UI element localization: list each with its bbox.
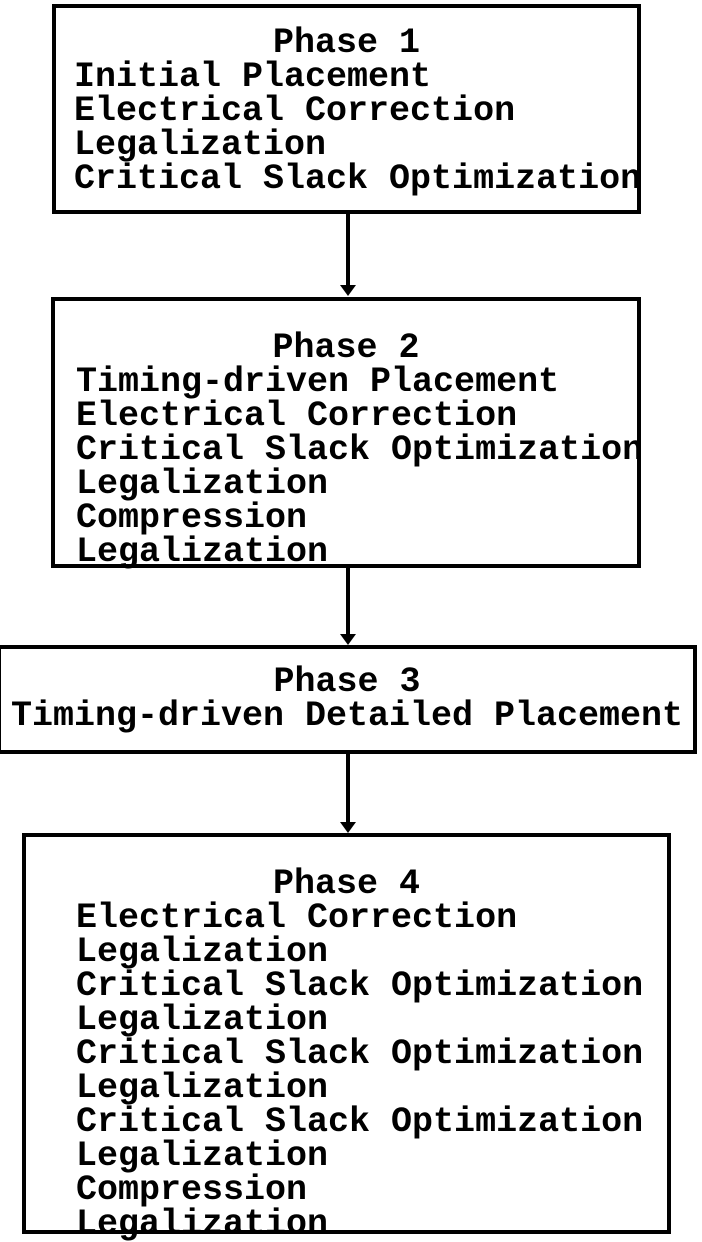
phase2-step: Legalization: [76, 532, 329, 572]
phase3-box: Phase 3 Timing-driven Detailed Placement: [0, 645, 697, 754]
phase4-step: Electrical Correction: [76, 898, 518, 938]
arrow-phase2-to-phase3-head-icon: [340, 634, 356, 645]
phase2-step: Timing-driven Placement: [76, 362, 560, 402]
phase2-step: Critical Slack Optimization: [76, 430, 644, 470]
phase3-step: Timing-driven Detailed Placement: [10, 696, 684, 736]
phase4-title: Phase 4: [272, 864, 421, 904]
phase1-title: Phase 1: [272, 23, 421, 63]
arrow-phase3-to-phase4-line: [346, 754, 350, 826]
phase4-step: Compression: [76, 1170, 308, 1210]
arrow-phase2-to-phase3-line: [346, 568, 350, 638]
phase4-step: Critical Slack Optimization: [76, 966, 644, 1006]
phase2-step: Legalization: [76, 464, 329, 504]
phase2-step: Compression: [76, 498, 308, 538]
phase3-title: Phase 3: [273, 662, 421, 702]
arrow-phase1-to-phase2-head-icon: [340, 285, 356, 296]
phase1-box: Phase 1 Initial Placement Electrical Cor…: [52, 4, 641, 214]
arrow-phase1-to-phase2-line: [346, 214, 350, 288]
phase2-box: Phase 2 Timing-driven Placement Electric…: [51, 297, 644, 572]
phase2-title: Phase 2: [272, 328, 420, 368]
phase1-step: Legalization: [74, 125, 327, 165]
phase2-step: Electrical Correction: [76, 396, 518, 436]
phase4-step: Legalization: [76, 1000, 329, 1040]
phase4-step: Critical Slack Optimization: [76, 1034, 644, 1074]
arrow-phase3-to-phase4-head-icon: [340, 822, 356, 833]
phase1-step: Initial Placement: [74, 57, 432, 97]
phase4-step: Critical Slack Optimization: [76, 1102, 644, 1142]
phase4-step: Legalization: [76, 1204, 329, 1242]
phase4-step: Legalization: [76, 932, 329, 972]
phase1-step: Electrical Correction: [74, 91, 516, 131]
phase1-step: Critical Slack Optimization: [74, 159, 642, 199]
phase4-box: Phase 4 Electrical Correction Legalizati…: [22, 833, 671, 1242]
phase4-step: Legalization: [76, 1136, 329, 1176]
phase4-step: Legalization: [76, 1068, 329, 1108]
